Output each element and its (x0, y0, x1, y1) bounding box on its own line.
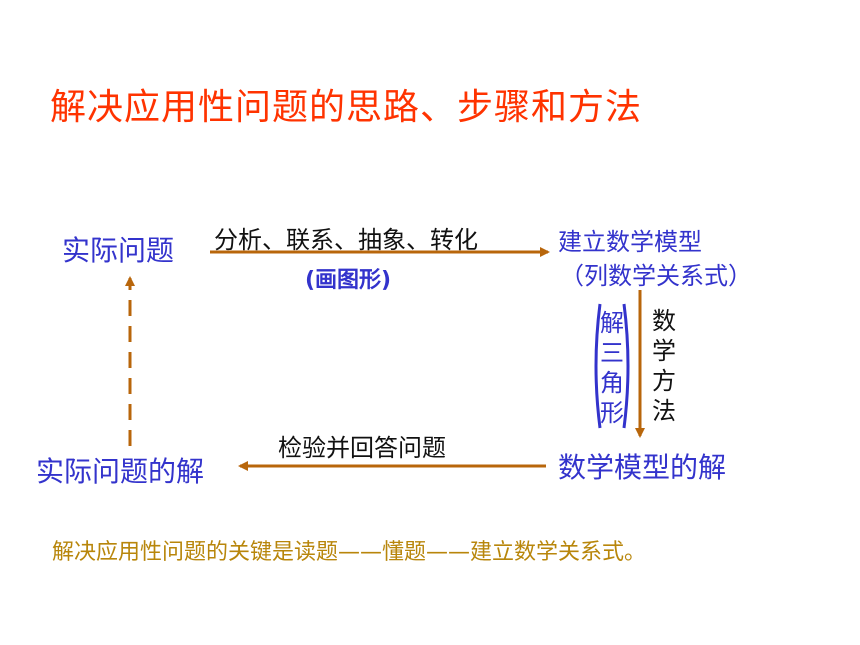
node-model-solution: 数学模型的解 (558, 451, 727, 484)
node-build-model-note: （列数学关系式） (560, 262, 752, 290)
node-build-model: 建立数学模型 (558, 228, 702, 256)
edge-label-analyze: 分析、联系、抽象、转化 (214, 226, 478, 254)
edge-sublabel-draw: (画图形) (305, 268, 392, 293)
footer-note: 解决应用性问题的关键是读题——懂题——建立数学关系式。 (52, 540, 647, 565)
node-real-solution: 实际问题的解 (36, 455, 205, 488)
edge-label-verify: 检验并回答问题 (278, 434, 446, 462)
bracket-solve-triangle (594, 303, 630, 429)
node-real-problem: 实际问题 (62, 234, 175, 267)
page-title: 解决应用性问题的思路、步骤和方法 (50, 87, 643, 128)
edge-side-solve-triangle: 解三角形 (600, 309, 624, 427)
edge-label-math-method: 数学方法 (652, 307, 676, 425)
